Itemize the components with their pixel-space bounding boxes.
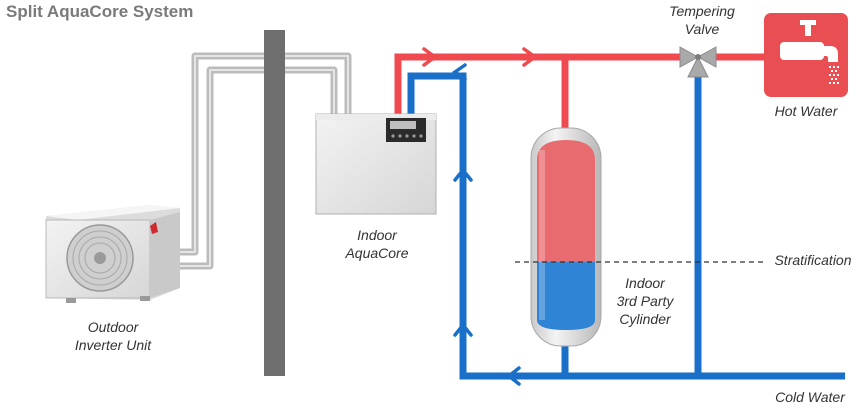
- diagram-title: Split AquaCore System: [6, 2, 194, 21]
- tempering-valve-icon: [679, 46, 717, 78]
- cold-water-label: Cold Water: [775, 389, 845, 405]
- wall: [264, 30, 285, 376]
- outdoor-unit-label: Outdoor Inverter Unit: [74, 319, 152, 353]
- tempering-valve-label: Tempering Valve: [669, 3, 735, 37]
- tap-icon: [764, 13, 848, 97]
- flow-arrow-icon: [451, 63, 521, 386]
- hot-water-pipes: [394, 53, 780, 140]
- outdoor-unit-icon: [45, 205, 180, 303]
- stratification-label: Stratification: [774, 252, 852, 268]
- indoor-aquacore-label: Indoor AquaCore: [345, 227, 409, 261]
- indoor-unit-icon: [315, 113, 437, 215]
- flow-arrow-icon: [422, 47, 538, 67]
- cylinder-label: Indoor 3rd Party Cylinder: [616, 275, 674, 327]
- cylinder-icon: [530, 127, 602, 347]
- hot-water-label: Hot Water: [774, 103, 838, 119]
